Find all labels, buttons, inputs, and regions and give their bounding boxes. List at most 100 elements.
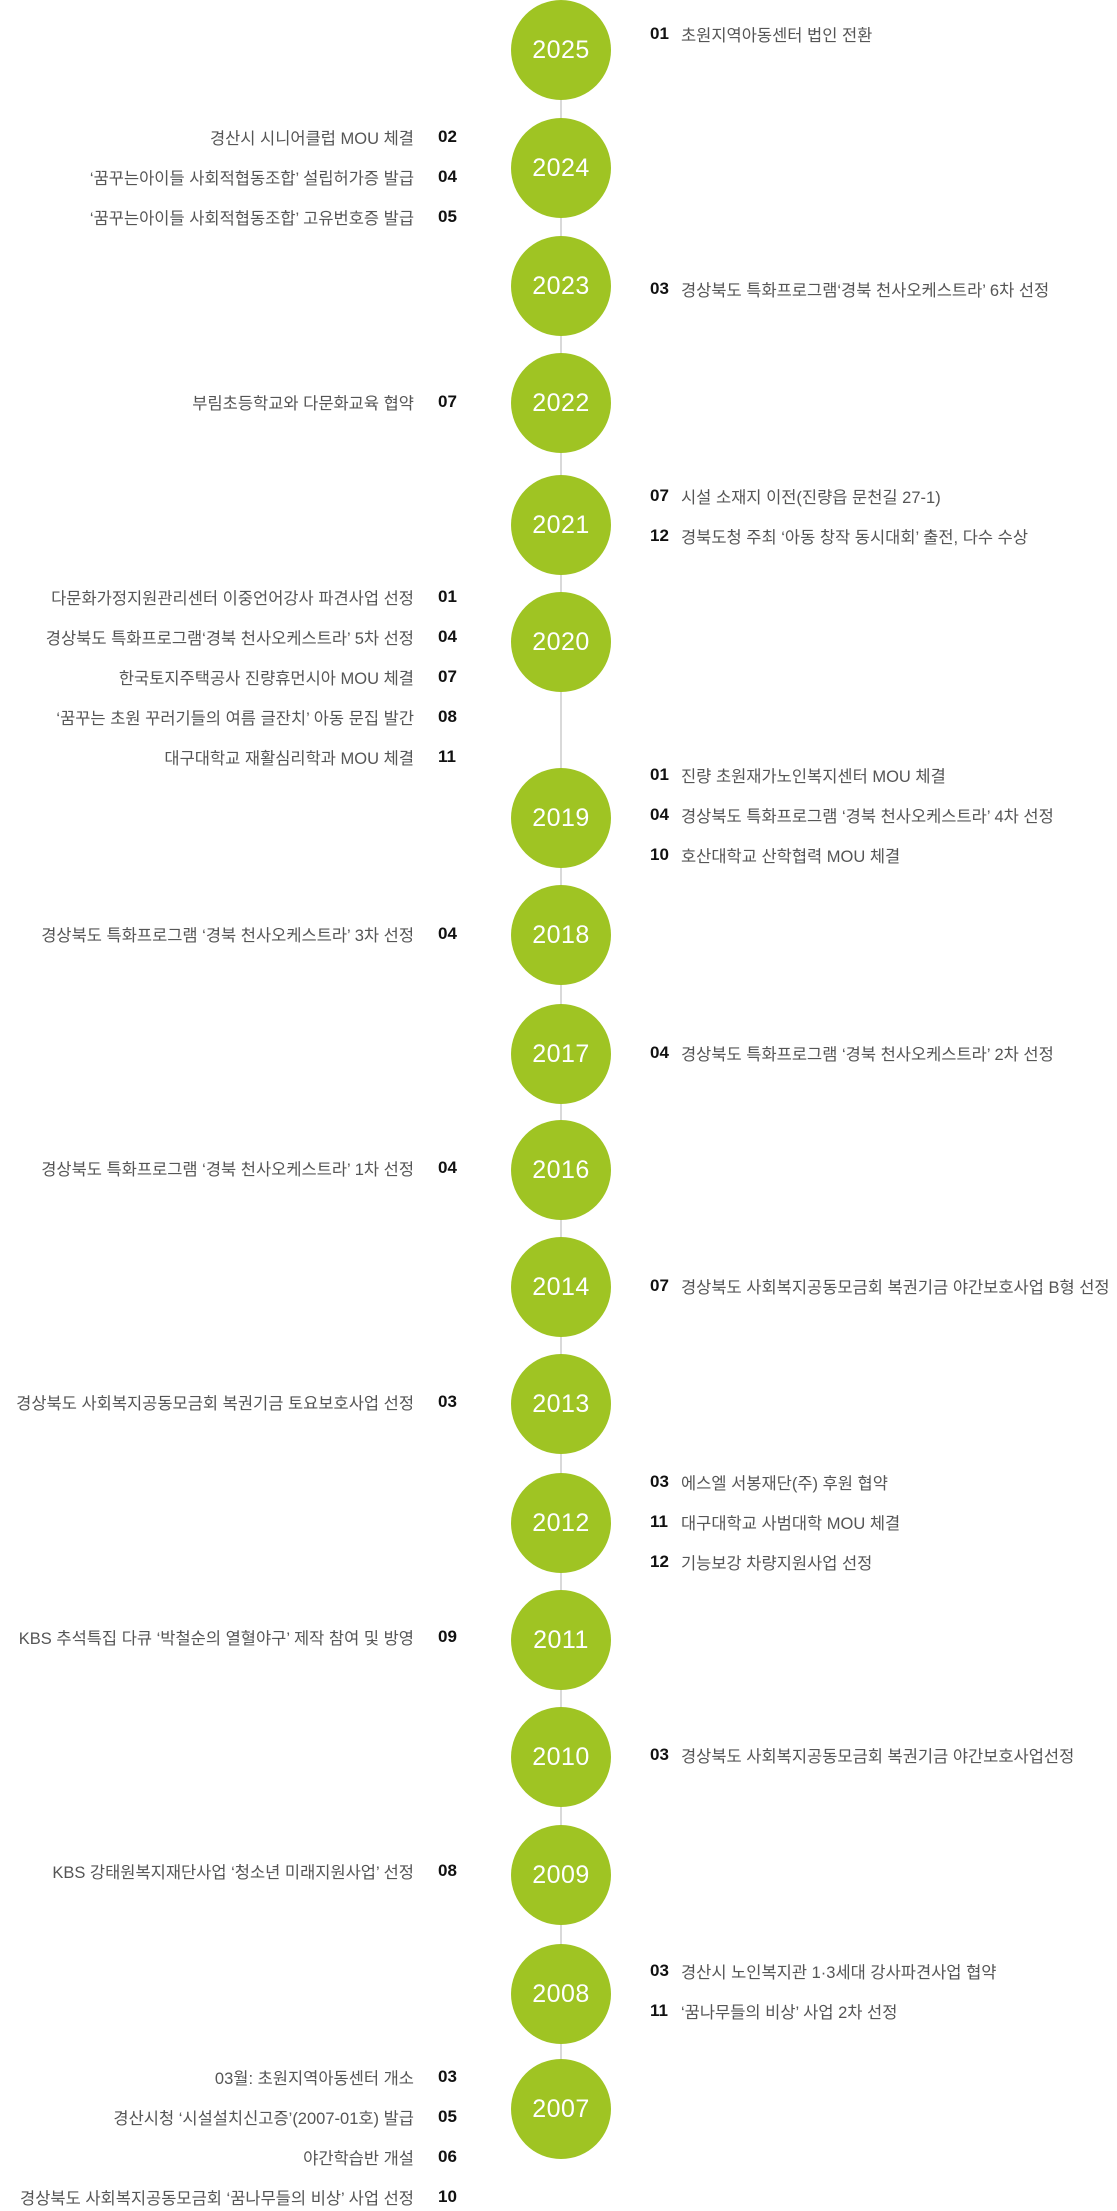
event-month: 04 (650, 805, 669, 824)
event-description: 경상북도 사회복지공동모금회 ‘꿈나무들의 비상’ 사업 선정 (20, 2190, 414, 2208)
year-circle-2010: 2010 (511, 1707, 611, 1807)
event-description: 야간학습반 개설 (303, 2150, 414, 2168)
year-circle-2008: 2008 (511, 1944, 611, 2044)
event-description: ‘꿈꾸는아이들 사회적협동조합’ 설립허가증 발급 (89, 170, 414, 188)
event-description: KBS 강태원복지재단사업 ‘청소년 미래지원사업’ 선정 (52, 1864, 414, 1882)
year-circle-2019: 2019 (511, 768, 611, 868)
event-month: 03 (650, 1961, 669, 1980)
event-month: 07 (650, 486, 669, 505)
timeline-event-2024-3: 05 ‘꿈꾸는아이들 사회적협동조합’ 고유번호증 발급 (90, 203, 464, 231)
timeline-event-2017-1: 04 경상북도 특화프로그램 ‘경북 천사오케스트라’ 2차 선정 (650, 1039, 1054, 1067)
event-description: 경산시청 ‘시설설치신고증’(2007-01호) 발급 (113, 2110, 414, 2128)
timeline-event-2020-4: 08 ‘꿈꾸는 초원 꾸러기들의 여름 글잔치’ 아동 문집 발간 (56, 703, 464, 731)
event-description: 경상북도 특화프로그램‘경북 천사오케스트라’ 5차 선정 (45, 630, 414, 648)
event-description: KBS 추석특집 다큐 ‘박철순의 열혈야구’ 제작 참여 및 방영 (18, 1630, 414, 1648)
event-description: 경상북도 특화프로그램‘경북 천사오케스트라’ 6차 선정 (681, 282, 1050, 300)
event-month: 04 (650, 1043, 669, 1062)
timeline-event-2007-2: 05 경산시청 ‘시설설치신고증’(2007-01호) 발급 (113, 2103, 464, 2131)
year-circle-2024: 2024 (511, 118, 611, 218)
event-month: 12 (650, 526, 669, 545)
year-circle-2011: 2011 (511, 1590, 611, 1690)
year-circle-2014: 2014 (511, 1237, 611, 1337)
timeline-event-2020-5: 11 대구대학교 재활심리학과 MOU 체결 (164, 743, 464, 771)
event-description: 경상북도 특화프로그램 ‘경북 천사오케스트라’ 3차 선정 (41, 927, 414, 945)
event-month: 03 (438, 1392, 457, 1411)
event-description: 기능보강 차량지원사업 선정 (681, 1555, 873, 1573)
timeline-event-2019-3: 10 호산대학교 산학협력 MOU 체결 (650, 841, 900, 869)
year-circle-2022: 2022 (511, 353, 611, 453)
event-month: 02 (438, 127, 457, 146)
event-month: 03 (650, 279, 669, 298)
event-description: 시설 소재지 이전(진량읍 문천길 27-1) (681, 489, 941, 507)
event-month: 04 (438, 167, 457, 186)
timeline-event-2007-3: 06 야간학습반 개설 (303, 2143, 464, 2171)
event-month: 04 (438, 1158, 457, 1177)
event-month: 07 (438, 667, 457, 686)
event-description: 호산대학교 산학협력 MOU 체결 (681, 848, 901, 866)
event-month: 11 (438, 747, 456, 766)
event-month: 05 (438, 207, 457, 226)
event-month: 12 (650, 1552, 669, 1571)
event-description: 경상북도 사회복지공동모금회 복권기금 야간보호사업 B형 선정 (681, 1279, 1110, 1297)
event-description: 경상북도 특화프로그램 ‘경북 천사오케스트라’ 2차 선정 (681, 1046, 1054, 1064)
timeline-event-2007-1: 03 03월: 초원지역아동센터 개소 (215, 2063, 464, 2091)
event-month: 08 (438, 707, 457, 726)
timeline-event-2020-3: 07 한국토지주택공사 진량휴먼시아 MOU 체결 (119, 663, 464, 691)
event-description: ‘꿈꾸는 초원 꾸러기들의 여름 글잔치’ 아동 문집 발간 (56, 710, 414, 728)
event-description: 대구대학교 재활심리학과 MOU 체결 (164, 750, 414, 768)
event-description: ‘꿈꾸는아이들 사회적협동조합’ 고유번호증 발급 (89, 210, 414, 228)
timeline-event-2008-1: 03 경산시 노인복지관 1·3세대 강사파견사업 협약 (650, 1957, 996, 1985)
year-circle-2009: 2009 (511, 1825, 611, 1925)
timeline-event-2024-2: 04 ‘꿈꾸는아이들 사회적협동조합’ 설립허가증 발급 (90, 163, 464, 191)
event-month: 03 (650, 1472, 669, 1491)
event-month: 01 (650, 24, 669, 43)
year-circle-2012: 2012 (511, 1473, 611, 1573)
year-circle-2007: 2007 (511, 2059, 611, 2159)
year-circle-2017: 2017 (511, 1004, 611, 1104)
event-description: 03월: 초원지역아동센터 개소 (214, 2070, 414, 2088)
timeline-event-2020-2: 04 경상북도 특화프로그램‘경북 천사오케스트라’ 5차 선정 (46, 623, 464, 651)
timeline-event-2009-1: 08 KBS 강태원복지재단사업 ‘청소년 미래지원사업’ 선정 (52, 1857, 464, 1885)
event-month: 11 (650, 2001, 668, 2020)
year-circle-2013: 2013 (511, 1354, 611, 1454)
year-circle-2023: 2023 (511, 236, 611, 336)
timeline-event-2010-1: 03 경상북도 사회복지공동모금회 복권기금 야간보호사업선정 (650, 1741, 1074, 1769)
timeline-event-2012-1: 03 에스엘 서봉재단(주) 후원 협약 (650, 1468, 888, 1496)
year-circle-2021: 2021 (511, 475, 611, 575)
timeline-event-2025-1: 01 초원지역아동센터 법인 전환 (650, 20, 872, 48)
timeline-event-2024-1: 02 경산시 시니어클럽 MOU 체결 (210, 123, 464, 151)
timeline-event-2021-2: 12 경북도청 주최 ‘아동 창작 동시대회’ 출전, 다수 수상 (650, 522, 1028, 550)
event-month: 07 (438, 392, 457, 411)
event-description: 경산시 시니어클럽 MOU 체결 (209, 130, 414, 148)
event-description: 한국토지주택공사 진량휴먼시아 MOU 체결 (118, 670, 414, 688)
event-month: 01 (438, 587, 457, 606)
event-month: 01 (650, 765, 669, 784)
event-month: 10 (650, 845, 669, 864)
event-month: 11 (650, 1512, 668, 1531)
event-description: 진량 초원재가노인복지센터 MOU 체결 (681, 768, 946, 786)
timeline-event-2008-2: 11‘꿈나무들의 비상’ 사업 2차 선정 (650, 1997, 897, 2025)
event-description: 에스엘 서봉재단(주) 후원 협약 (681, 1475, 888, 1493)
event-description: 경상북도 사회복지공동모금회 복권기금 야간보호사업선정 (681, 1748, 1075, 1766)
timeline-event-2023-1: 03 경상북도 특화프로그램‘경북 천사오케스트라’ 6차 선정 (650, 275, 1049, 303)
event-description: 부림초등학교와 다문화교육 협약 (192, 395, 414, 413)
timeline-event-2019-1: 01 진량 초원재가노인복지센터 MOU 체결 (650, 761, 946, 789)
event-description: 경산시 노인복지관 1·3세대 강사파견사업 협약 (681, 1964, 997, 1982)
event-description: 경북도청 주최 ‘아동 창작 동시대회’ 출전, 다수 수상 (681, 529, 1028, 547)
timeline-event-2007-4: 10 경상북도 사회복지공동모금회 ‘꿈나무들의 비상’ 사업 선정 (20, 2183, 464, 2211)
event-month: 09 (438, 1627, 457, 1646)
event-month: 04 (438, 627, 457, 646)
event-month: 08 (438, 1861, 457, 1880)
event-month: 03 (650, 1745, 669, 1764)
event-month: 10 (438, 2187, 457, 2206)
event-month: 05 (438, 2107, 457, 2126)
event-description: 초원지역아동센터 법인 전환 (681, 27, 873, 45)
timeline-event-2011-1: 09 KBS 추석특집 다큐 ‘박철순의 열혈야구’ 제작 참여 및 방영 (19, 1623, 464, 1651)
event-month: 06 (438, 2147, 457, 2166)
event-month: 03 (438, 2067, 457, 2086)
